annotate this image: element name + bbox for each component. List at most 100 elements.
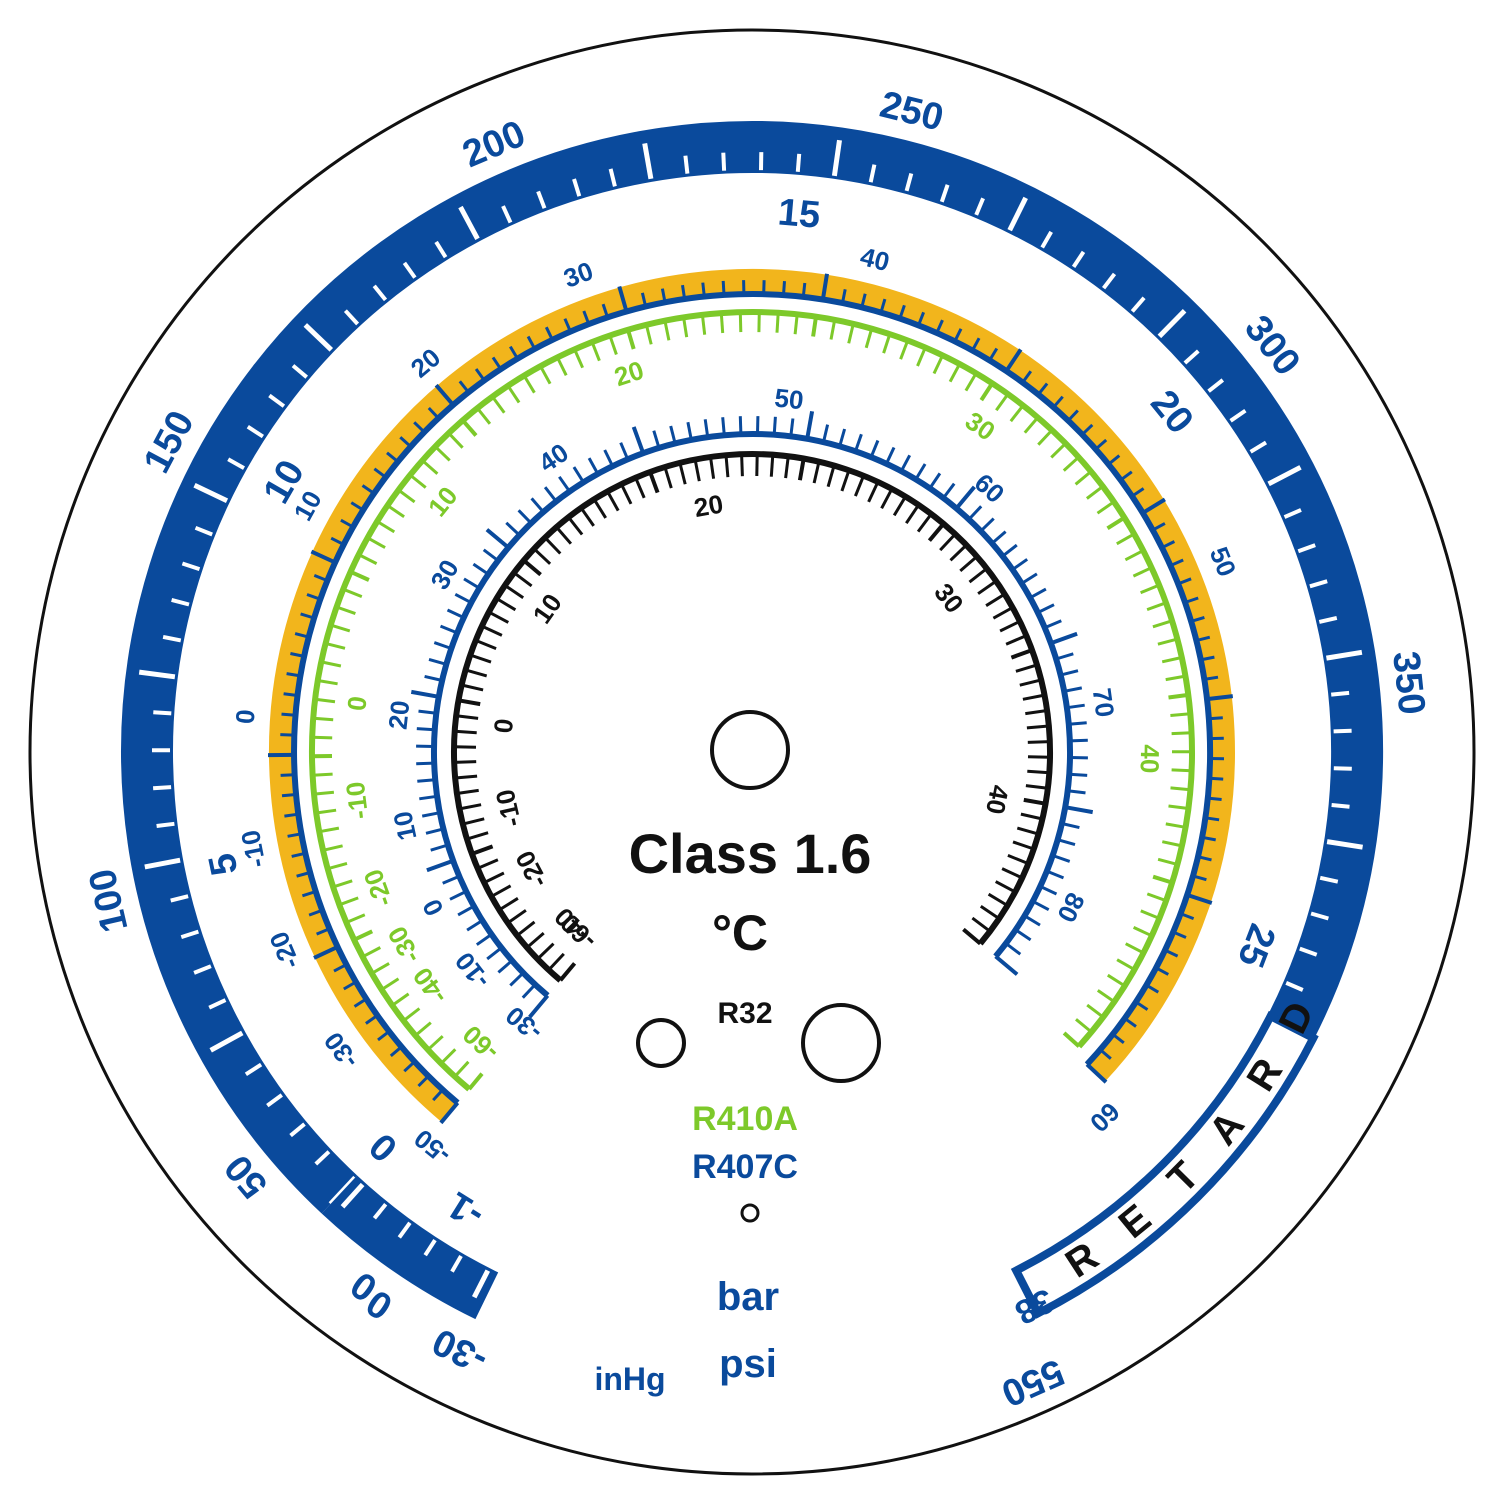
r32-tick — [340, 518, 354, 529]
r410a-tick — [376, 520, 396, 534]
inner-temp-tick — [547, 952, 565, 971]
r410a-tick — [775, 312, 780, 333]
r32-tick — [1107, 454, 1121, 466]
psi-tick — [289, 1122, 306, 1138]
r407c-tick — [530, 497, 545, 513]
r407c-tick — [505, 521, 521, 537]
r410a-tick — [366, 536, 386, 549]
r410a-tick — [1085, 485, 1104, 500]
r410a-tick — [1146, 601, 1167, 612]
r32-tick — [280, 733, 295, 737]
psi-tick — [1331, 803, 1350, 809]
psi-tick — [1102, 272, 1117, 290]
r410a-tick — [1124, 549, 1144, 562]
r407c-tick — [425, 827, 444, 835]
inner-temp-tick — [533, 547, 552, 565]
r407c-tick — [1023, 914, 1041, 927]
psi-tick — [170, 894, 189, 903]
r410a-tick — [426, 1035, 444, 1051]
r407c-tick — [994, 954, 1019, 976]
r410a-tick — [948, 363, 961, 383]
r407c-tick — [421, 811, 441, 818]
retard-zone — [1010, 1010, 1319, 1319]
r410a-ticks — [311, 312, 1192, 1091]
r410a-tick — [590, 341, 601, 362]
psi-tick — [1309, 579, 1328, 589]
inner-temp-tick — [454, 760, 477, 764]
inner-temp-tick — [579, 507, 595, 527]
r410a-tick — [447, 432, 464, 449]
r407c-tick — [416, 727, 435, 732]
r410a-tick — [1171, 731, 1192, 736]
r410a-tick — [476, 407, 492, 425]
r410a-tick — [409, 473, 427, 489]
inner-temp-tick — [992, 606, 1014, 620]
r407c-tick — [1011, 558, 1029, 571]
psi-tick — [343, 309, 360, 326]
r407c-tick — [417, 778, 436, 783]
r32-tick — [509, 345, 519, 360]
r410a-tick — [1116, 532, 1135, 546]
inner-temp-tick — [459, 803, 482, 811]
mounting-hole-top — [710, 710, 790, 790]
r407c-tick — [454, 592, 472, 605]
inner-temp-tick — [1001, 867, 1023, 880]
r410a-tick — [397, 488, 416, 504]
r407c-tick — [1069, 772, 1088, 777]
r32-tick — [582, 310, 591, 325]
r407c-tick — [521, 983, 537, 999]
inhg-band — [321, 1175, 499, 1320]
r410a-tick — [1096, 500, 1115, 515]
r32-tick — [287, 832, 302, 838]
psi-tick — [1007, 196, 1028, 232]
r32-tick — [1131, 487, 1145, 498]
r32-tick — [1067, 409, 1079, 422]
r410a-tick — [336, 605, 356, 616]
r32-tick — [308, 908, 323, 917]
r32-tick — [413, 421, 426, 434]
r32-tick — [1209, 776, 1224, 781]
r407c-tick — [928, 472, 942, 490]
inner-temp-tick — [555, 526, 573, 545]
r410a-tick — [317, 679, 338, 686]
r407c-tick — [466, 919, 484, 932]
r410a-tick — [461, 419, 478, 437]
r32-tick — [283, 692, 298, 697]
r32-tick — [427, 406, 440, 420]
psi-tick — [156, 821, 175, 828]
psi-tick — [180, 929, 200, 940]
r410a-tick — [1170, 712, 1191, 717]
r32-tick — [290, 652, 305, 658]
r32-tick — [432, 1088, 444, 1102]
r32-scale-line — [291, 291, 1214, 1106]
r32-tick — [1004, 348, 1023, 373]
r410a-tick — [338, 896, 359, 907]
psi-tick — [572, 178, 582, 197]
r32-label: R32 — [717, 997, 772, 1030]
psi-tick — [1333, 728, 1352, 734]
r32-tick — [386, 451, 399, 463]
psi-tick — [1040, 230, 1053, 249]
r407c-tick — [1055, 652, 1074, 661]
psi-tick — [1157, 308, 1187, 339]
inner-temp-tick — [516, 920, 536, 937]
inner-temp-tick — [905, 504, 920, 525]
r410a-tick — [608, 335, 618, 355]
r407c-tick — [558, 475, 571, 493]
r32-tick — [701, 282, 706, 297]
r410a-tick — [315, 697, 336, 704]
r407c-tick-label: 50 — [773, 382, 805, 415]
inner-temp-tick — [456, 788, 479, 795]
r407c-tick — [789, 418, 795, 437]
inner-temp-tick — [469, 653, 492, 664]
r32-tick — [434, 383, 455, 407]
r410a-tick — [864, 328, 874, 349]
r410a-tick — [811, 316, 818, 337]
inner-temp-tick — [466, 831, 489, 841]
r410a-tick — [1074, 470, 1092, 486]
r410a-tick — [793, 314, 799, 335]
psi-tick — [152, 785, 172, 791]
inner-temp-tick — [475, 639, 497, 650]
r407c-tick — [1057, 838, 1076, 847]
inner-temp-tick — [663, 466, 673, 489]
